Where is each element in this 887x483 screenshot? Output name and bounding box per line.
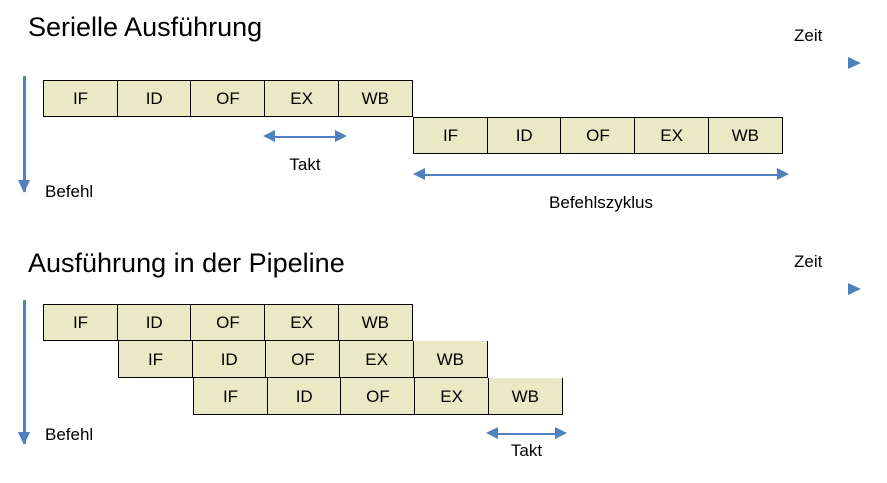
- stage-cell-ex: EX: [264, 304, 340, 341]
- stage-cell-id: ID: [191, 341, 267, 378]
- stage-cell-of: OF: [560, 117, 636, 154]
- measure-line: [495, 432, 558, 436]
- stage-cell-wb: WB: [412, 341, 488, 378]
- instruction-axis-label-serial: Befehl: [45, 182, 94, 201]
- arrow-head-right-icon: [777, 168, 789, 180]
- stage-cell-of: OF: [190, 304, 266, 341]
- arrow-head-left-icon: [486, 427, 498, 439]
- stage-cell-id: ID: [266, 378, 342, 415]
- stage-cell-if: IF: [193, 378, 268, 415]
- arrow-head-down-icon: [18, 432, 30, 445]
- instruction-cycle-measure-arrow: [413, 168, 789, 182]
- arrow-head-down-icon: [18, 180, 30, 193]
- stage-cell-wb: WB: [707, 117, 783, 154]
- table-row: IF ID OF EX WB: [43, 80, 413, 117]
- stage-cell-wb: WB: [337, 304, 413, 341]
- stage-cell-ex: EX: [414, 378, 490, 415]
- arrow-head-right-icon: [335, 130, 347, 142]
- stage-cell-if: IF: [118, 341, 193, 378]
- instruction-cycle-label: Befehlszyklus: [549, 193, 653, 212]
- arrow-head-right-icon: [848, 57, 861, 69]
- clock-cycle-measure-arrow-serial: [263, 130, 347, 144]
- stage-cell-of: OF: [190, 80, 266, 117]
- page-title-serial-execution: Serielle Ausführung: [28, 12, 263, 42]
- page-title-pipeline-execution: Ausführung in der Pipeline: [28, 248, 345, 278]
- stage-cell-if: IF: [413, 117, 488, 154]
- clock-cycle-label-serial: Takt: [289, 155, 321, 174]
- table-row: IF ID OF EX WB: [413, 117, 783, 154]
- arrow-head-right-icon: [848, 283, 861, 295]
- stage-cell-of: OF: [265, 341, 341, 378]
- arrow-head-left-icon: [263, 130, 275, 142]
- stage-cell-wb: WB: [487, 378, 563, 415]
- arrow-head-left-icon: [413, 168, 425, 180]
- stage-cell-id: ID: [486, 117, 562, 154]
- clock-cycle-measure-arrow-pipeline: [486, 427, 567, 441]
- time-axis-label-pipeline: Zeit: [794, 252, 823, 271]
- axis-line: [23, 76, 26, 192]
- stage-cell-of: OF: [340, 378, 416, 415]
- clock-cycle-label-pipeline: Takt: [510, 441, 543, 460]
- stage-cell-ex: EX: [339, 341, 415, 378]
- table-row: IF ID OF EX WB: [193, 378, 563, 415]
- table-row: IF ID OF EX WB: [118, 341, 488, 378]
- measure-line: [422, 173, 780, 177]
- stage-cell-id: ID: [116, 80, 192, 117]
- instruction-axis-arrow-pipeline: [17, 300, 33, 445]
- stage-cell-if: IF: [43, 80, 118, 117]
- time-axis-label-serial: Zeit: [794, 26, 823, 45]
- stage-cell-id: ID: [116, 304, 192, 341]
- stage-cell-ex: EX: [264, 80, 340, 117]
- time-axis-arrow-pipeline: [40, 282, 861, 298]
- stage-cell-ex: EX: [634, 117, 710, 154]
- instruction-axis-arrow-serial: [17, 76, 33, 193]
- measure-line: [272, 135, 338, 139]
- arrow-head-right-icon: [555, 427, 567, 439]
- time-axis-arrow-serial: [40, 56, 861, 72]
- stage-cell-if: IF: [43, 304, 118, 341]
- instruction-axis-label-pipeline: Befehl: [45, 425, 94, 444]
- table-row: IF ID OF EX WB: [43, 304, 413, 341]
- stage-cell-wb: WB: [337, 80, 413, 117]
- axis-line: [23, 300, 26, 444]
